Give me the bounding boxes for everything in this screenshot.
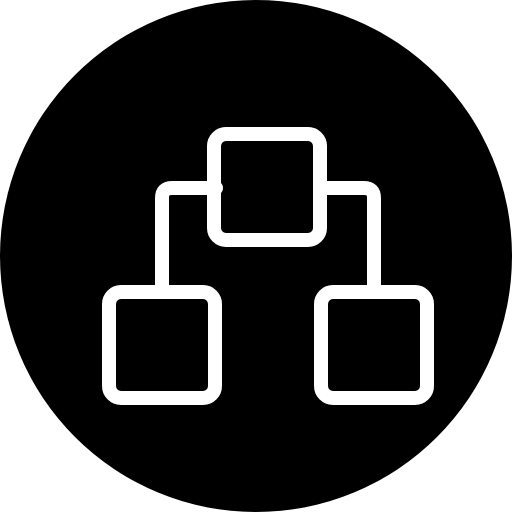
node-bottom-left: [102, 285, 222, 405]
node-bottom-right: [314, 285, 434, 405]
node-top: [207, 127, 327, 247]
connector-right: [313, 181, 381, 299]
connector-left: [155, 181, 223, 299]
